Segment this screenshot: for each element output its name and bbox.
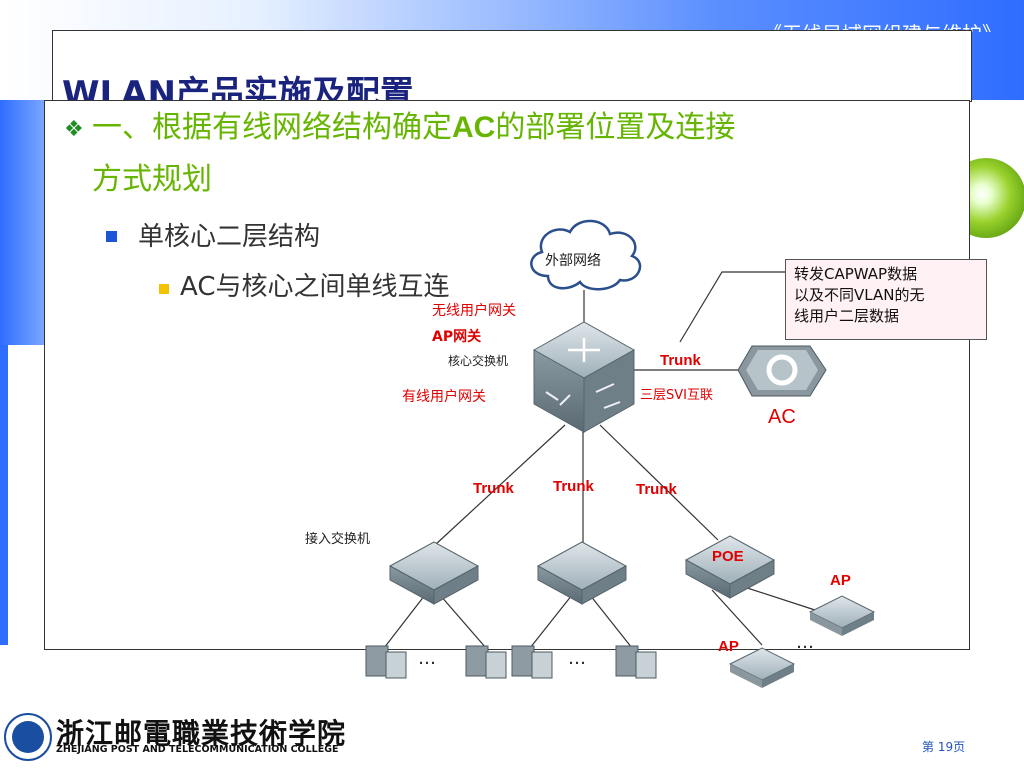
heading-prefix: 一、根据有线网络结构确定 (92, 110, 452, 145)
college-logo-inner (12, 721, 44, 753)
heading-suffix: 的部署位置及连接 (495, 110, 736, 145)
link-core-access1 (434, 424, 566, 546)
college-name-en: ZHEJIANG POST AND TELECOMMUNICATION COLL… (56, 744, 339, 755)
page-number: 第 19页 (922, 740, 966, 754)
note-line: 线用户二层数据 (794, 307, 900, 325)
access-point-icon (728, 647, 796, 688)
college-logo-icon (4, 713, 52, 761)
trunk-label: Trunk (636, 481, 677, 498)
ap-label: AP (830, 572, 851, 589)
diamond-bullet-icon: ❖ (64, 117, 84, 142)
ac-label: AC (768, 406, 796, 428)
wireless-gateway-label: 无线用户网关 (432, 303, 516, 319)
title-panel (52, 30, 972, 102)
network-links (383, 271, 816, 649)
link-core-access3 (599, 424, 719, 541)
core-switch-label: 核心交换机 (448, 354, 509, 368)
left-accent-strip (0, 345, 8, 645)
subheading-1: 单核心二层结构 (138, 222, 321, 252)
core-switch-icon (532, 321, 636, 433)
subheading-2: AC与核心之间单线互连 (180, 272, 450, 302)
link-access2-pc3 (529, 594, 573, 649)
ac-controller-icon (737, 345, 827, 397)
heading-line-1: 一、根据有线网络结构确定AC的部署位置及连接 (92, 111, 952, 145)
heading-line-2: 方式规划 (92, 162, 212, 197)
svi-label: 三层SVI互联 (640, 388, 713, 403)
slide-title: WLAN产品实施及配置 (62, 74, 414, 100)
poe-switch-icon (684, 535, 776, 599)
wired-gateway-label: 有线用户网关 (402, 389, 486, 405)
access-point-icon (808, 595, 876, 636)
left-accent-band (0, 100, 44, 345)
note-line: 以及不同VLAN的无 (794, 286, 925, 304)
ellipsis-label: … (568, 648, 586, 669)
college-name-cn: 浙江邮電職業技術学院 (56, 717, 347, 750)
ellipsis-label: … (418, 648, 436, 669)
square-bullet-icon (106, 231, 117, 242)
pc-icon (615, 645, 657, 679)
trunk-label: Trunk (473, 480, 514, 497)
link-poe-ap2 (711, 589, 763, 646)
course-title: 《无线局域网组建与维护》 (762, 18, 1002, 32)
pc-icon (365, 645, 407, 679)
pc-icon (511, 645, 553, 679)
note-line: 转发CAPWAP数据 (794, 265, 918, 283)
link-access1-pc2 (439, 594, 487, 649)
square-bullet-icon (159, 284, 169, 294)
link-access1-pc1 (383, 594, 426, 649)
link-access2-pc4 (589, 594, 633, 649)
heading-ac: AC (452, 111, 496, 144)
cloud-label: 外部网络 (545, 253, 601, 269)
ellipsis-label: … (796, 632, 814, 653)
link-poe-ap1 (737, 584, 816, 611)
poe-label: POE (712, 548, 744, 565)
pc-icon (465, 645, 507, 679)
callout-note: 转发CAPWAP数据 以及不同VLAN的无 线用户二层数据 (785, 259, 987, 340)
access-switch-label: 接入交换机 (305, 532, 371, 547)
callout-line (679, 271, 785, 343)
access-switch-icon (388, 541, 480, 605)
ap-gateway-label: AP网关 (432, 329, 482, 345)
access-switch-icon (536, 541, 628, 605)
ap-label: AP (718, 638, 739, 655)
trunk-ac-label: Trunk (660, 352, 701, 369)
trunk-label: Trunk (553, 478, 594, 495)
cloud-icon (530, 219, 642, 291)
